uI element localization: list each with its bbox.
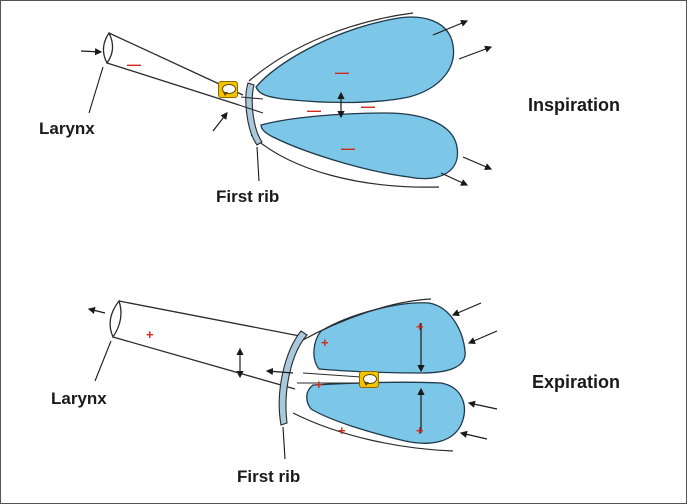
first-rib-leader-top — [256, 146, 260, 182]
first-rib-bottom — [278, 330, 308, 426]
bronchus-top — [238, 96, 264, 114]
compress-arrow-4 — [459, 430, 488, 440]
bronchus-bottom — [297, 372, 362, 384]
sign-positive-2: + — [321, 335, 329, 350]
inspiration-panel: — — — — — Larynx First rib Inspiration — [39, 12, 620, 206]
sign-negative-1: — — [127, 56, 141, 72]
trachea-bottom — [112, 300, 306, 390]
larynx-label-top: Larynx — [39, 119, 95, 138]
first-rib-label-top: First rib — [216, 187, 279, 206]
upper-lung-top — [255, 16, 455, 104]
chest-wall-upper-bottom — [300, 298, 432, 342]
motion-arrow-1 — [432, 19, 469, 36]
inspiration-label: Inspiration — [528, 95, 620, 115]
comment-icon[interactable] — [218, 81, 238, 98]
compress-arrow-2 — [467, 330, 498, 344]
first-rib-leader-bottom — [282, 426, 286, 460]
sign-positive-5: + — [338, 423, 346, 438]
sign-positive-4: + — [315, 377, 323, 392]
expiration-label: Expiration — [532, 372, 620, 392]
sign-positive-6: + — [416, 423, 424, 438]
comment-icon[interactable] — [359, 371, 379, 388]
upper-lung-bottom — [313, 302, 466, 374]
sign-negative-3: — — [307, 102, 321, 118]
motion-arrow-2 — [458, 45, 493, 60]
sign-positive-3: + — [416, 319, 424, 334]
chest-wall-lower-bottom — [292, 412, 454, 452]
chest-wall-lower-top — [250, 134, 440, 188]
larynx-label-bottom: Larynx — [51, 389, 107, 408]
airflow-arrow-out — [87, 306, 106, 314]
motion-arrow-4 — [440, 172, 469, 186]
larynx-leader-top — [88, 66, 104, 114]
lower-lung-top — [260, 112, 459, 180]
sign-negative-5: — — [341, 140, 355, 156]
lower-lung-bottom — [306, 381, 465, 444]
sign-negative-4: — — [361, 98, 375, 114]
larynx-leader-bottom — [94, 340, 112, 382]
larynx-shape-top — [102, 31, 114, 65]
compress-arrow-3 — [467, 400, 498, 410]
larynx-shape-bottom — [109, 299, 122, 339]
rib-arrow-top — [212, 112, 228, 132]
first-rib-label-bottom: First rib — [237, 467, 300, 486]
chest-wall-upper-top — [248, 12, 414, 82]
sign-negative-2: — — [335, 64, 349, 80]
airflow-arrow-in — [80, 48, 103, 56]
sign-positive-1: + — [146, 327, 154, 342]
compress-arrow-1 — [451, 302, 482, 316]
expiration-panel: + + + + + + Larynx First rib Expiration — [51, 298, 620, 486]
bronchus-arrow — [265, 367, 294, 376]
motion-arrow-3 — [462, 156, 493, 170]
